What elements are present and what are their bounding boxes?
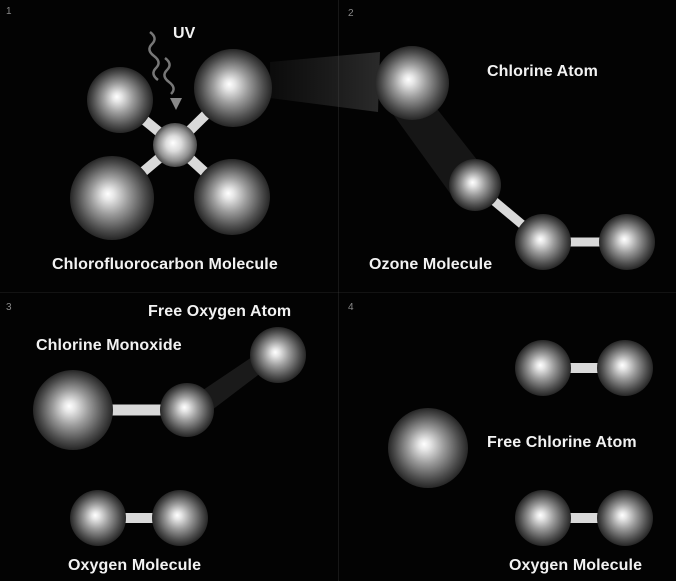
oxygen-atom: [152, 490, 208, 546]
oxygen-atom: [160, 383, 214, 437]
uv-arrow-icon: [170, 98, 182, 110]
oxygen-atom: [70, 490, 126, 546]
oxygen-atom: [515, 214, 571, 270]
free-chlorine-atom: [388, 408, 468, 488]
panel-divider-horizontal: [0, 292, 676, 293]
free-oxygen-atom: [250, 327, 306, 383]
free-chlorine-atom-label: Free Chlorine Atom: [487, 434, 637, 451]
motion-trail-free-oxygen: [200, 355, 262, 410]
panel-number: 3: [6, 302, 12, 313]
chlorine-monoxide-label: Chlorine Monoxide: [36, 337, 182, 354]
free-oxygen-atom-label: Free Oxygen Atom: [148, 303, 292, 320]
motion-trail-chlorine: [270, 52, 380, 112]
panel-divider-vertical: [338, 0, 339, 581]
oxygen-atom: [597, 340, 653, 396]
chlorine-atom: [70, 156, 154, 240]
cfc-molecule-label: Chlorofluorocarbon Molecule: [52, 256, 278, 273]
oxygen-atom: [599, 214, 655, 270]
chlorine-atom-label: Chlorine Atom: [487, 63, 598, 80]
oxygen-atom: [597, 490, 653, 546]
free-chlorine-atom: [375, 46, 449, 120]
panel-number: 1: [6, 6, 12, 17]
panel-number: 2: [348, 8, 354, 19]
uv-label: UV: [173, 25, 196, 42]
oxygen-atom: [515, 340, 571, 396]
uv-wave-icon-2: [163, 57, 175, 95]
panel-number: 4: [348, 302, 354, 313]
oxygen-atom: [449, 159, 501, 211]
chlorine-atom: [87, 67, 153, 133]
ozone-molecule-label: Ozone Molecule: [369, 256, 493, 273]
chlorine-atom: [33, 370, 113, 450]
oxygen-molecule-label: Oxygen Molecule: [509, 557, 643, 574]
oxygen-molecule-label: Oxygen Molecule: [68, 557, 202, 574]
uv-wave-icon: [148, 31, 160, 81]
carbon-atom: [153, 123, 197, 167]
oxygen-atom: [515, 490, 571, 546]
fluorine-atom: [194, 159, 270, 235]
chlorine-atom: [194, 49, 272, 127]
